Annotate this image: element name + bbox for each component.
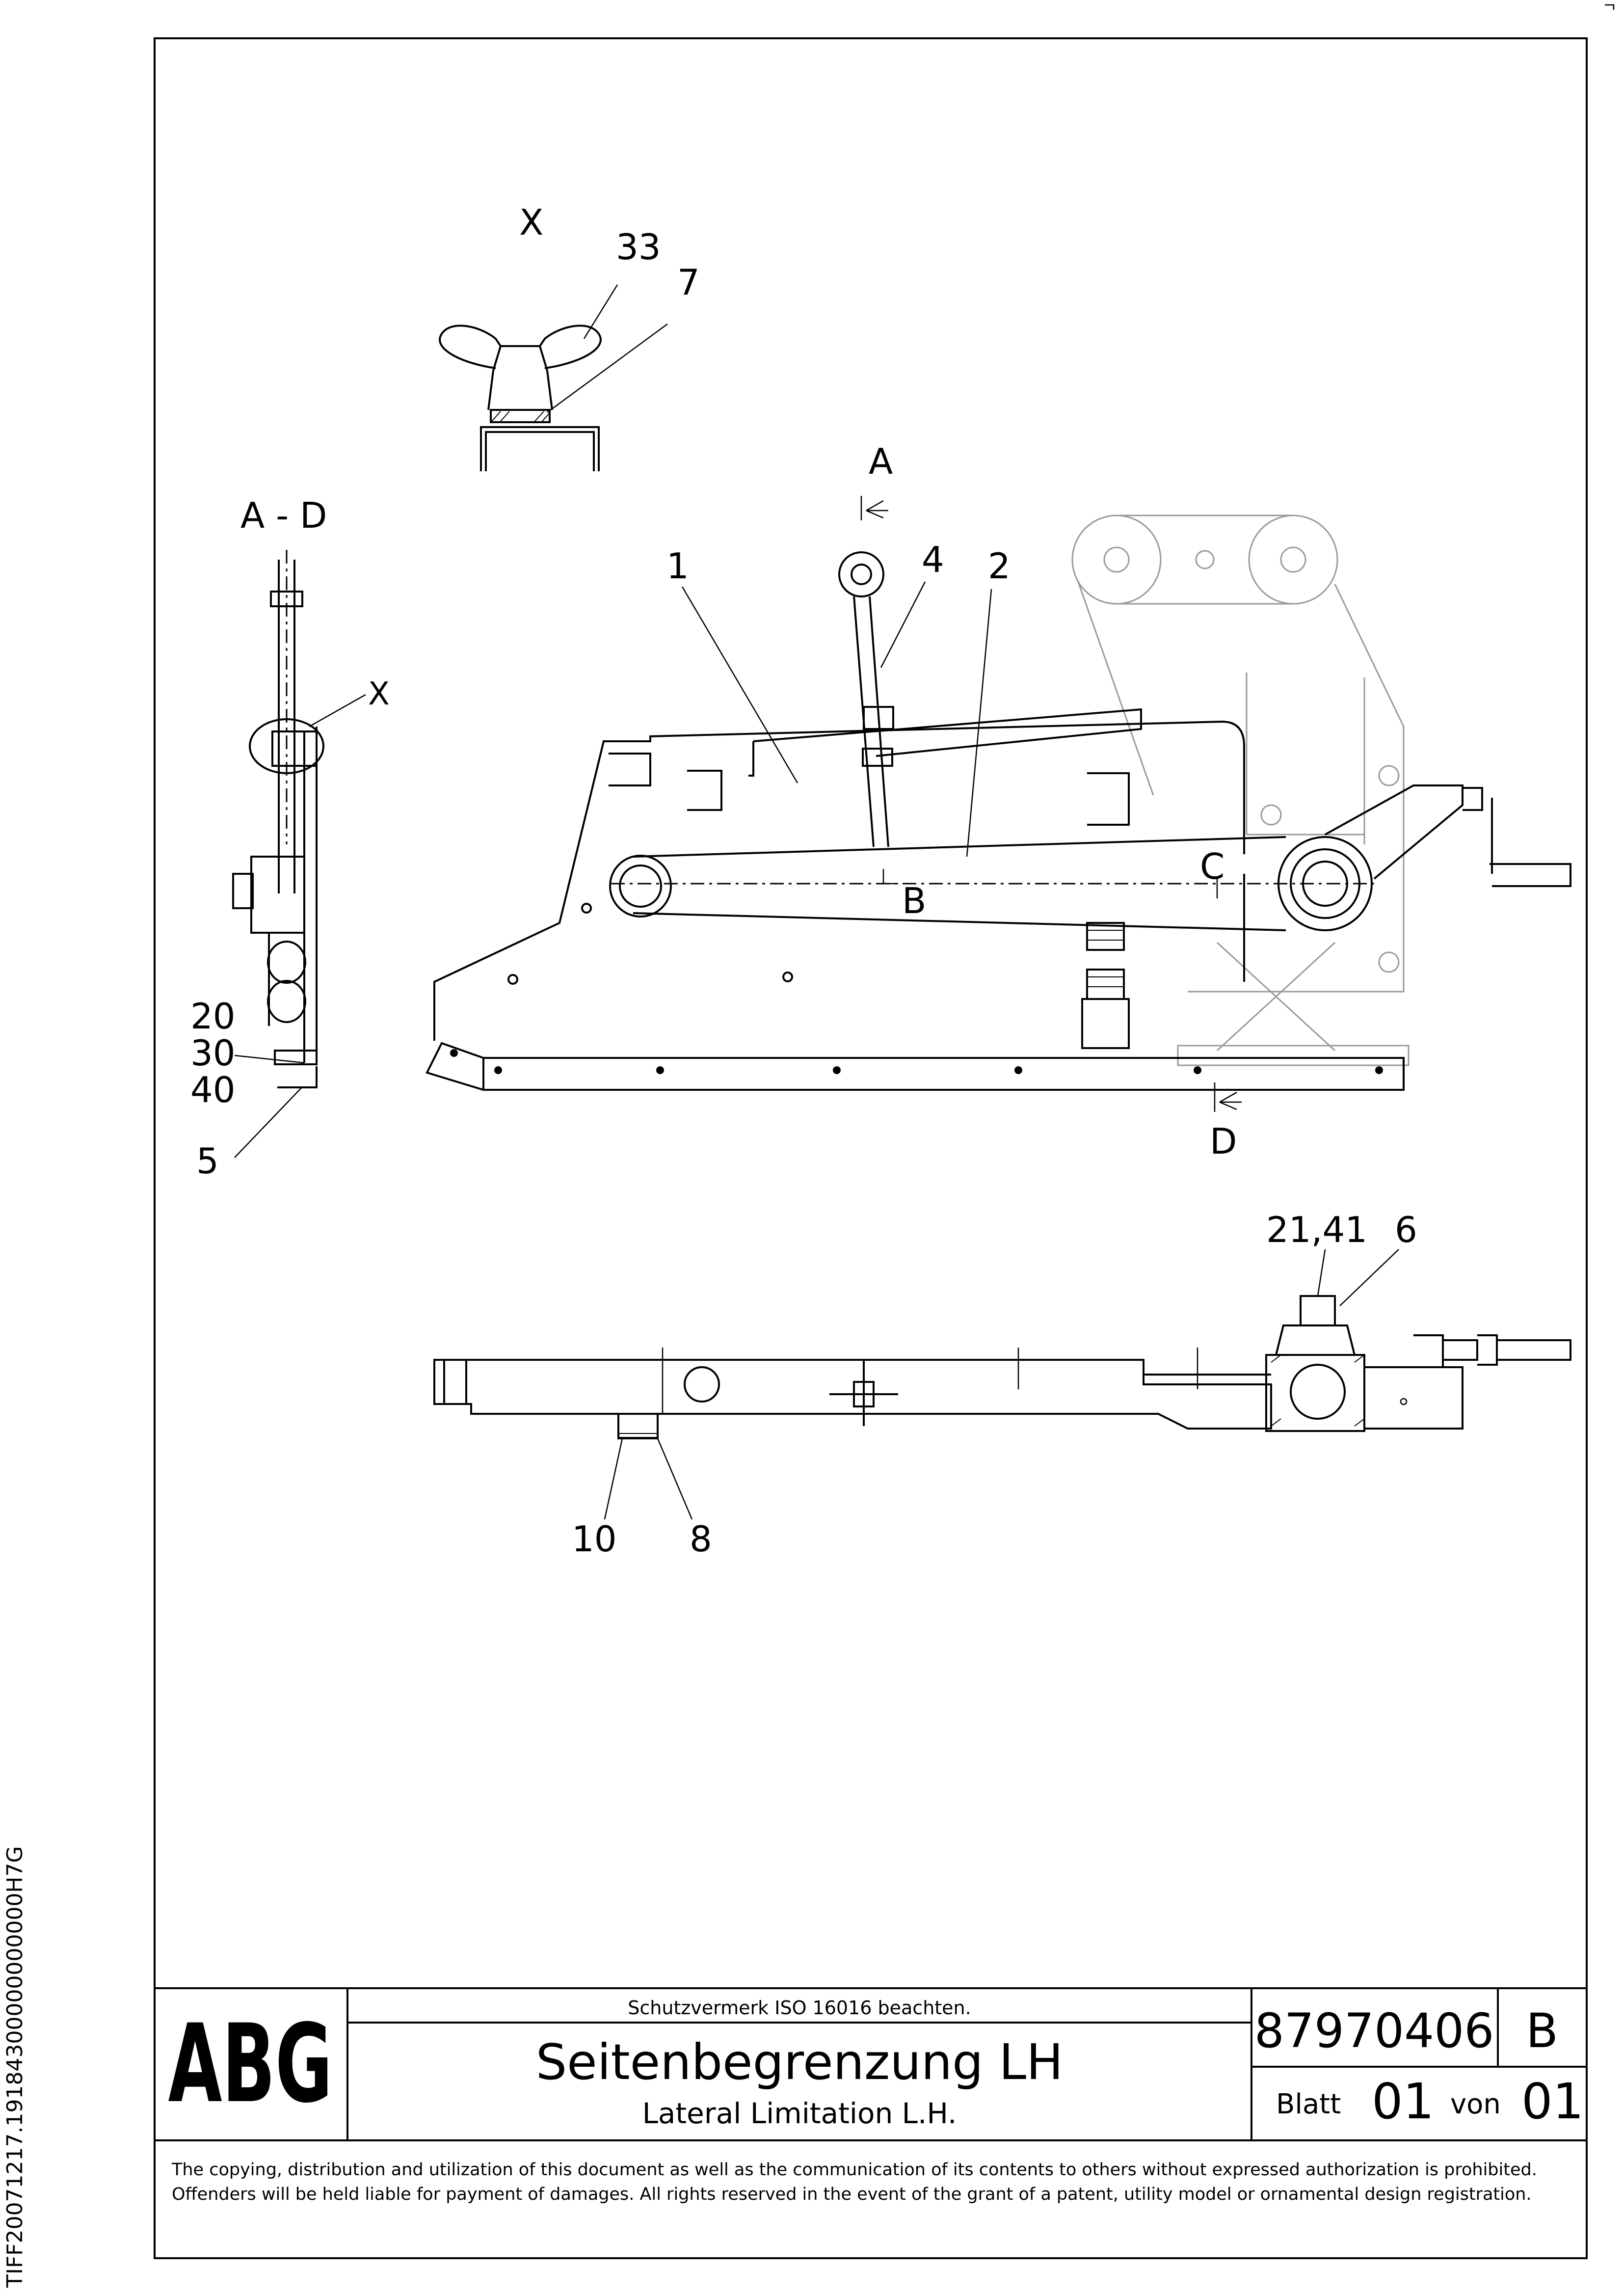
callout-2: 2 bbox=[988, 545, 1011, 587]
sheet-of-label: von bbox=[1450, 2088, 1501, 2120]
section-a-d-view: A - D X 20 30 40 5 bbox=[190, 495, 390, 1182]
side-code: TIFF20071217.19184300000000000H7G bbox=[2, 1846, 27, 2289]
sheet-border bbox=[154, 37, 1588, 2259]
callout-33: 33 bbox=[616, 226, 661, 268]
callout-x: X bbox=[368, 676, 390, 712]
sheet-label: Blatt bbox=[1276, 2088, 1341, 2120]
top-rail bbox=[433, 1359, 1272, 1430]
side-view: A B C D 1 4 2 bbox=[426, 441, 1571, 1162]
eye-bolt bbox=[838, 551, 884, 597]
callout-8: 8 bbox=[690, 1518, 712, 1560]
bottom-rail bbox=[426, 1042, 1405, 1091]
bearing-housing bbox=[1265, 1295, 1571, 1432]
springs bbox=[1081, 922, 1130, 1049]
copyright-notice: The copying, distribution and utilizatio… bbox=[172, 2160, 1537, 2204]
callout-6: 6 bbox=[1395, 1209, 1417, 1250]
callout-4: 4 bbox=[922, 539, 944, 580]
sheet-total: 01 bbox=[1521, 2073, 1584, 2130]
callout-1: 1 bbox=[666, 545, 689, 587]
section-mark-a: A bbox=[869, 441, 893, 482]
detail-x-title: X bbox=[519, 202, 543, 243]
callout-7: 7 bbox=[677, 262, 700, 303]
revision: B bbox=[1526, 2003, 1558, 2058]
context-bracket bbox=[1071, 514, 1410, 1066]
section-mark-b: B bbox=[902, 880, 926, 921]
title-german: Seitenbegrenzung LH bbox=[536, 2033, 1064, 2091]
callout-30: 30 bbox=[190, 1032, 236, 1074]
detail-x-view: X 33 7 bbox=[439, 202, 700, 471]
protection-note: Schutzvermerk ISO 16016 beachten. bbox=[628, 1997, 971, 2019]
crank-handle bbox=[1325, 784, 1571, 887]
base-plate bbox=[433, 720, 1245, 1041]
part-2-arm bbox=[633, 836, 1286, 931]
part-1-bar bbox=[748, 708, 1142, 777]
section-mark-d: D bbox=[1210, 1121, 1237, 1162]
wing-nut bbox=[439, 324, 602, 369]
callout-21-41: 21,41 bbox=[1266, 1209, 1367, 1250]
sheet-number: 01 bbox=[1372, 2073, 1434, 2130]
section-title: A - D bbox=[240, 495, 327, 536]
title-block: ABG Schutzvermerk ISO 16016 beachten. Se… bbox=[155, 1987, 1587, 2141]
callout-20: 20 bbox=[190, 996, 236, 1037]
callout-40: 40 bbox=[190, 1069, 236, 1110]
title-english: Lateral Limitation L.H. bbox=[642, 2097, 957, 2130]
callout-5: 5 bbox=[196, 1140, 219, 1182]
top-view: 21,41 6 10 8 bbox=[433, 1209, 1571, 1560]
callout-10: 10 bbox=[572, 1518, 617, 1560]
drawing-number: 87970406 bbox=[1254, 2003, 1494, 2058]
section-mark-c: C bbox=[1200, 846, 1224, 887]
logo-abg: ABG bbox=[168, 2001, 333, 2127]
